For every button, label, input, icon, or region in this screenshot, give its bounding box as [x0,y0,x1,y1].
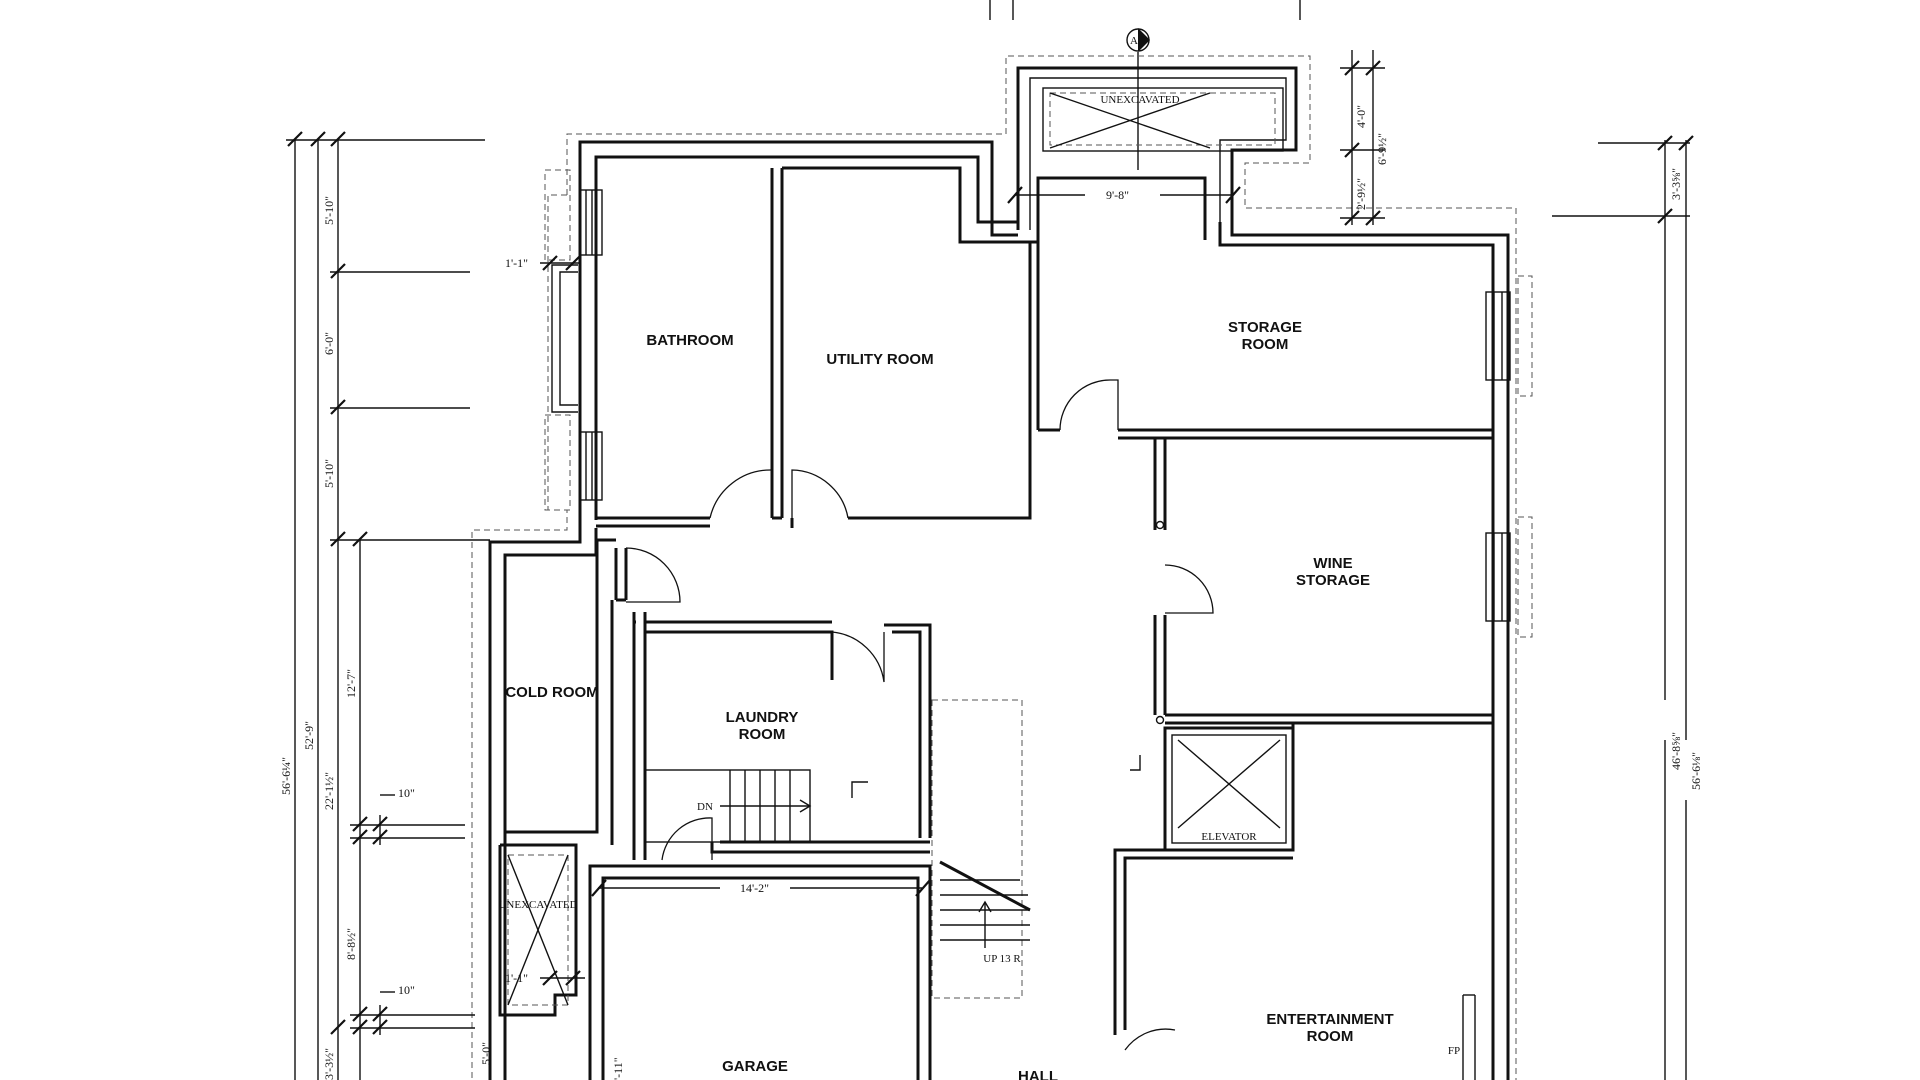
dim-six-nine: 6'-9½" [1375,133,1389,165]
cold-room: COLD ROOM [503,538,681,845]
dim-garage-partial: '-11" [611,1057,625,1080]
unexcavated-top: UNEXCAVATED [1016,66,1298,230]
stair-up-label: UP 13 R [983,953,1021,965]
left-dimension-strings: 10" 10" 56'-6¼" 52'-9" 5'-10" 6'-0" 5'-1… [279,131,493,1080]
dim-fourteen-two: 14'-2" [740,881,769,895]
dim-nine-eight: 9'-8" [1106,188,1129,202]
bathroom-room: BATHROOM [596,168,784,528]
stair-down: DN [644,769,930,861]
top-right-dimensions: 4'-0" 6'-9½" 2'-9½" [1340,50,1389,226]
small-dims: 1'-1" 1'-1" [505,255,585,986]
left-windows [551,189,603,501]
dim-left-top: 5'-10" [322,196,336,225]
dim-left-8: 8'-8½" [344,928,358,960]
bathroom-label: BATHROOM [646,332,733,349]
cold-room-label: COLD ROOM [505,684,598,701]
unexcavated-left-label: UNEXCAVATED [498,899,577,911]
dim-left-22: 22'-1½" [322,772,336,810]
laundry-label-1: LAUNDRY [726,709,799,726]
dim-left-second: 52'-9" [302,721,316,750]
dim-right-46: 46'-8⅝" [1669,732,1683,770]
dim-five-zero: 5'-0" [479,1042,493,1065]
entertainment-label-2: ROOM [1307,1028,1354,1045]
hall-label: HALL [1018,1068,1058,1080]
right-windows [1485,291,1511,622]
section-marker-label: A [1130,35,1138,47]
dim-left-overall: 56'-6¼" [279,757,293,795]
wine-label-2: STORAGE [1296,572,1370,589]
dim-one-one-upper: 1'-1" [505,256,528,270]
entertainment-room: ENTERTAINMENT ROOM FP [1113,723,1476,1080]
dim-ten-upper: 10" [398,786,415,800]
wine-storage-room: WINE STORAGE [1153,438,1493,725]
dim-four-zero: 4'-0" [1354,105,1368,128]
entertainment-label-1: ENTERTAINMENT [1266,1011,1393,1028]
footing-outline [471,55,1533,1080]
storage-label-2: ROOM [1242,336,1289,353]
utility-room: UTILITY ROOM [782,155,1032,528]
top-stub-lines [989,0,1301,20]
stair-down-label: DN [697,801,713,813]
storage-room: STORAGE ROOM 9'-8" [1007,176,1493,440]
utility-room-label: UTILITY ROOM [826,351,933,368]
dim-left-12: 12'-7" [344,669,358,698]
dim-three-three: 3'-3⅝" [1669,168,1683,200]
fireplace-label: FP [1448,1045,1460,1057]
dim-one-one-lower: 1'-1" [505,971,528,985]
stair-up: UP 13 R HALL [939,860,1058,1080]
dim-right-56: 56'-6⅛" [1689,752,1703,790]
laundry-label-2: ROOM [739,726,786,743]
elevator-label: ELEVATOR [1201,831,1257,843]
dim-left-3: 3'-3½" [322,1048,336,1080]
dim-left-lower: 5'-10" [322,459,336,488]
garage-label: GARAGE [722,1058,788,1075]
laundry-room: LAUNDRY ROOM [632,612,932,860]
dim-left-mid: 6'-0" [322,332,336,355]
unexcavated-top-label: UNEXCAVATED [1100,94,1179,106]
garage-room: 14'-2" GARAGE '-11" [588,864,932,1080]
elevator-shaft: ELEVATOR [1130,726,1295,852]
unexcavated-left: UNEXCAVATED [498,843,578,1017]
wine-label-1: WINE [1313,555,1352,572]
storage-label-1: STORAGE [1228,319,1302,336]
right-dimension-strings: 3'-3⅝" 46'-8⅝" 56'-6⅛" [1552,135,1703,1080]
dim-ten-lower: 10" [398,983,415,997]
dim-two-nine: 2'-9½" [1354,178,1368,210]
